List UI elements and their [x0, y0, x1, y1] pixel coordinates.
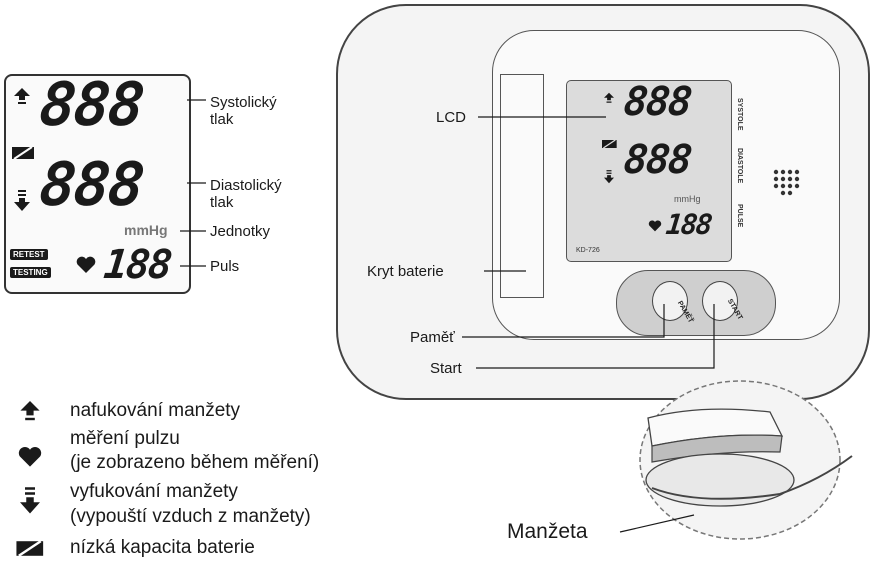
cuff-label: Manžeta — [507, 520, 588, 543]
battery-cover-label: Kryt baterie — [367, 263, 444, 280]
unit-text: mmHg — [124, 222, 168, 238]
lcd-label: LCD — [436, 109, 467, 126]
screen-model: KD-726 — [576, 247, 600, 254]
low-battery-icon — [12, 146, 34, 160]
screen-unit: mmHg — [674, 194, 701, 204]
inflate-arrow-icon — [14, 88, 30, 104]
legend-item: (je zobrazeno během měření) — [70, 452, 320, 473]
legend-deflate-icon — [20, 487, 40, 514]
memory-label: Paměť — [410, 329, 455, 346]
legend-item: vyfukování manžety — [70, 481, 238, 502]
legend-item: nízká kapacita baterie — [70, 537, 255, 558]
battery-cover — [500, 74, 544, 298]
side-label-diastole: DIASTOLE — [736, 148, 743, 184]
systolic-label: Systolický tlak — [210, 94, 277, 128]
speaker-grille — [773, 169, 800, 196]
side-label-pulse: PULSE — [736, 204, 743, 228]
diastolic-label: Diastolický tlak — [210, 177, 282, 211]
screen-heart-icon — [648, 220, 662, 232]
side-label-systole: SYSTOLE — [736, 98, 743, 131]
legend-item: nafukování manžety — [70, 400, 241, 421]
retest-tag: RETEST — [10, 249, 48, 260]
screen-battery-icon — [602, 139, 617, 149]
legend-inflate-icon — [20, 401, 40, 421]
deflate-arrow-icon — [14, 190, 30, 211]
legend-battery-icon — [16, 540, 44, 557]
screen-inflate-icon — [604, 92, 614, 103]
testing-tag: TESTING — [10, 267, 51, 278]
start-button[interactable] — [702, 281, 738, 321]
device-screen — [566, 80, 732, 262]
memory-button[interactable] — [652, 281, 688, 321]
pulse-label: Puls — [210, 258, 240, 275]
legend-item: (vypouští vzduch z manžety) — [70, 506, 311, 527]
legend-heart-icon — [18, 447, 42, 467]
units-label: Jednotky — [210, 223, 271, 240]
start-label: Start — [430, 360, 462, 377]
legend-item: měření pulzu — [70, 428, 180, 449]
button-pad — [616, 270, 776, 336]
heart-icon — [76, 256, 96, 273]
screen-deflate-icon — [604, 170, 614, 184]
